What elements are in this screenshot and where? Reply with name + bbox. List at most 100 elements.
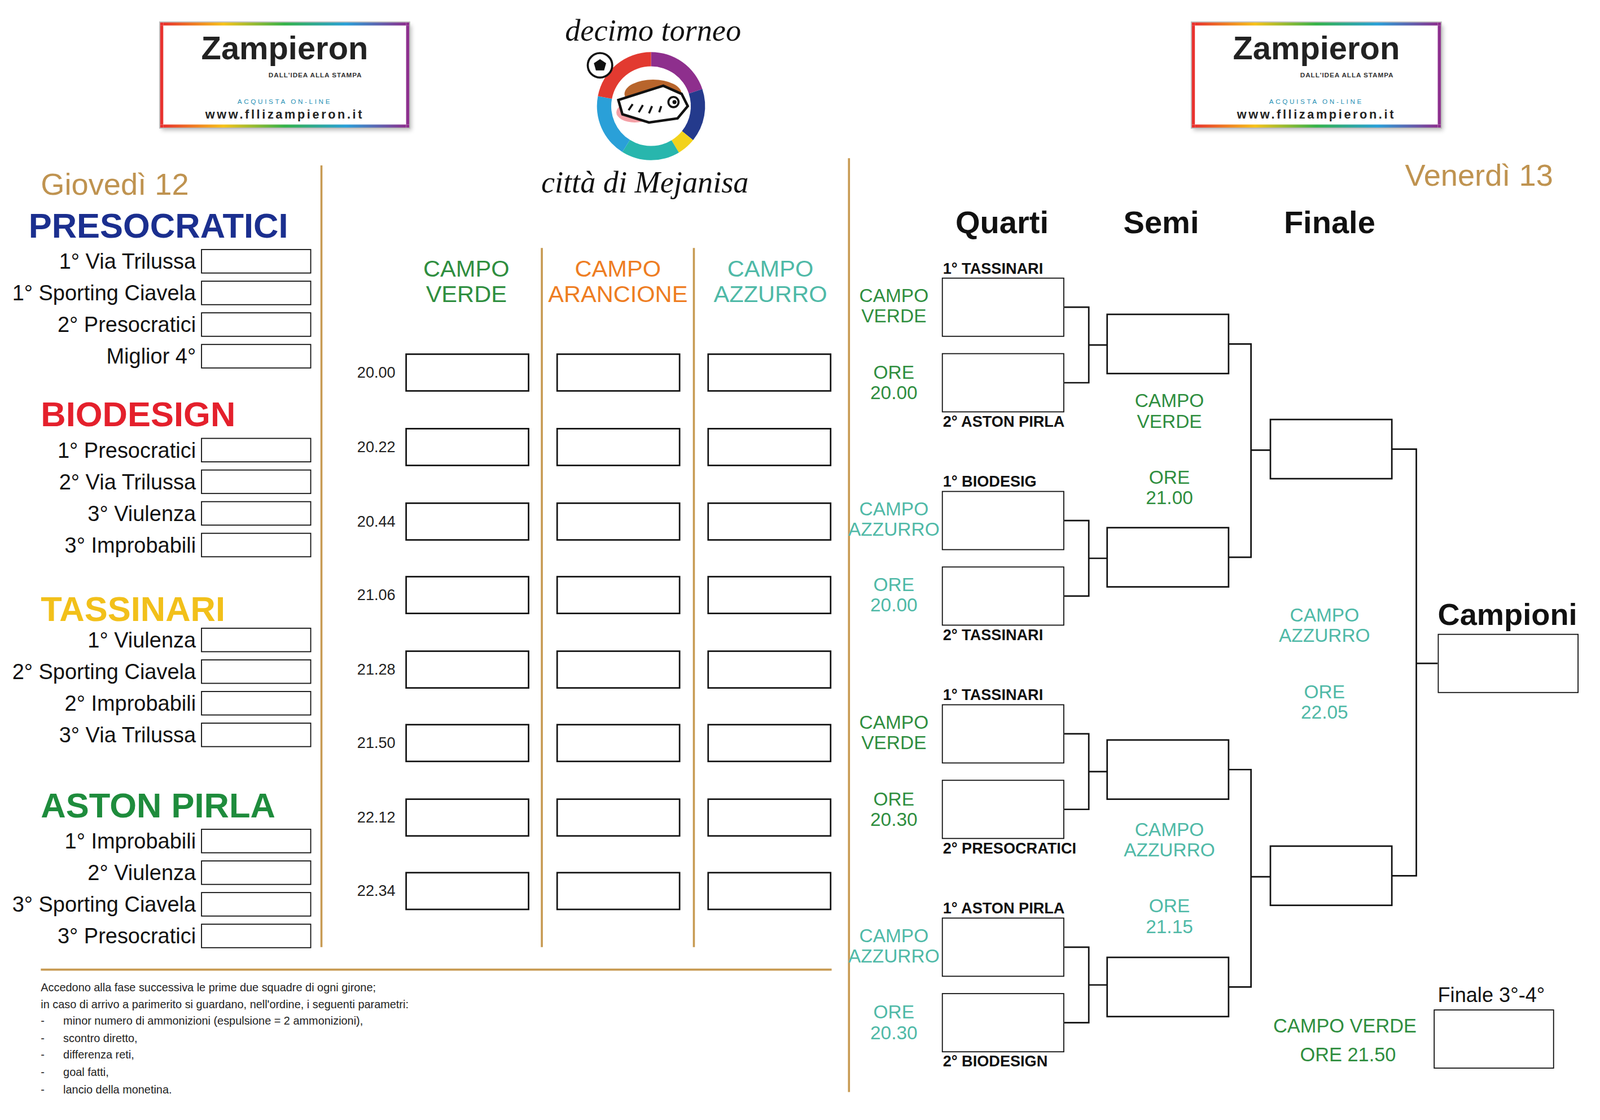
score-box bbox=[557, 799, 680, 836]
team-label: 1° BIODESIG bbox=[943, 472, 1037, 490]
brand-name: Zampieron bbox=[1232, 30, 1400, 67]
score-box bbox=[1270, 419, 1392, 479]
match-time: ORE 21.00 bbox=[1138, 467, 1200, 508]
round-heading: Quarti bbox=[955, 205, 1049, 240]
sponsor-panel: ZampieronDALL'IDEA ALLA STAMPA ACQUISTA O… bbox=[1191, 22, 1441, 128]
sponsor-panel: ZampieronDALL'IDEA ALLA STAMPAACQUISTA O… bbox=[160, 22, 410, 128]
score-box bbox=[708, 353, 831, 391]
field-header: CAMPO ARANCIONE bbox=[545, 256, 691, 308]
team-label: 1° ASTON PIRLA bbox=[943, 899, 1065, 917]
bracket-line bbox=[1416, 662, 1439, 665]
score-box bbox=[406, 428, 529, 466]
venue-label: CAMPO AZZURRO bbox=[847, 925, 941, 967]
score-box bbox=[708, 724, 831, 762]
match-slot: 1° BIODESIG bbox=[941, 491, 1065, 551]
score-box bbox=[406, 799, 529, 836]
team-label: 2° Sporting Ciavela bbox=[12, 659, 196, 684]
group-heading: BIODESIGN bbox=[40, 395, 236, 433]
divider-line bbox=[693, 247, 696, 947]
tournament-title: decimo torneo bbox=[564, 14, 742, 48]
time-slot: 21.06 bbox=[357, 586, 396, 603]
team-label: 1° Via Trilussa bbox=[59, 249, 196, 274]
score-box bbox=[708, 502, 831, 540]
match-time: ORE 20.30 bbox=[863, 1002, 925, 1043]
time-slot: 21.50 bbox=[357, 734, 396, 752]
group-heading: PRESOCRATICI bbox=[28, 206, 289, 244]
result-box: Finale 3°-4° bbox=[1433, 1009, 1554, 1069]
team-label: 2° BIODESIGN bbox=[943, 1053, 1049, 1071]
team-label: 3° Viulenza bbox=[87, 501, 196, 526]
note-text: scontro diretto, bbox=[63, 1032, 138, 1045]
result-box: Campioni bbox=[1438, 633, 1580, 694]
team-slot: 1° Presocratici bbox=[200, 437, 311, 463]
score-box bbox=[1107, 739, 1229, 800]
team-slot: 2° Via Trilussa bbox=[200, 469, 311, 494]
note-text: goal fatti, bbox=[63, 1066, 109, 1079]
list-dash: - bbox=[40, 1083, 45, 1095]
team-slot: 3° Improbabili bbox=[200, 532, 311, 558]
note-text: minor numero di ammonizioni (espulsione … bbox=[63, 1015, 363, 1028]
time-slot: 20.00 bbox=[357, 364, 396, 381]
brand-note: ACQUISTA ON-LINE bbox=[1269, 98, 1364, 106]
score-box bbox=[406, 502, 529, 540]
score-box bbox=[557, 651, 680, 688]
bracket-line bbox=[1391, 449, 1417, 876]
match-time: ORE 20.00 bbox=[863, 574, 925, 616]
match-slot: 2° PRESOCRATICI bbox=[941, 779, 1065, 839]
team-label: 2° Viulenza bbox=[87, 860, 196, 885]
team-slot: 1° Viulenza bbox=[200, 627, 311, 652]
team-label: 2° TASSINARI bbox=[943, 626, 1044, 644]
logo-caption: città di Mejanisa bbox=[541, 165, 749, 200]
list-dash: - bbox=[40, 1049, 45, 1062]
note-text: Accedono alla fase successiva le prime d… bbox=[40, 981, 376, 994]
bracket-line bbox=[1251, 449, 1271, 451]
note-text: lancio della monetina. bbox=[63, 1083, 172, 1095]
team-label: 1° Sporting Ciavela bbox=[12, 281, 196, 305]
field-header: CAMPO VERDE bbox=[405, 256, 528, 308]
score-box bbox=[1270, 845, 1392, 906]
score-box bbox=[406, 353, 529, 391]
team-slot: 3° Via Trilussa bbox=[200, 722, 311, 747]
score-box bbox=[557, 428, 680, 466]
note-text: differenza reti, bbox=[63, 1049, 135, 1062]
match-slot: 1° TASSINARI bbox=[941, 704, 1065, 764]
group-heading: TASSINARI bbox=[40, 590, 226, 628]
team-slot: 1° Via Trilussa bbox=[200, 248, 311, 274]
team-slot: 1° Sporting Ciavela bbox=[200, 280, 311, 305]
round-heading: Finale bbox=[1283, 205, 1376, 240]
venue-label: CAMPO AZZURRO bbox=[847, 498, 941, 540]
team-slot: 2° Sporting Ciavela bbox=[200, 659, 311, 684]
venue-label: CAMPO VERDE bbox=[847, 285, 941, 327]
team-label: 2° ASTON PIRLA bbox=[943, 413, 1065, 431]
team-label: Miglior 4° bbox=[106, 344, 196, 368]
box-heading: Finale 3°-4° bbox=[1438, 983, 1546, 1007]
team-slot: 3° Sporting Ciavela bbox=[200, 891, 311, 916]
bracket-line bbox=[1088, 344, 1108, 346]
note-text: in caso di arrivo a parimerito si guarda… bbox=[40, 998, 409, 1011]
bracket-lines bbox=[1064, 307, 1439, 1023]
bracket-line bbox=[1088, 983, 1108, 986]
match-time: ORE 21.15 bbox=[1138, 896, 1200, 937]
logo-figure bbox=[618, 85, 688, 123]
team-slot: 3° Presocratici bbox=[200, 923, 311, 948]
venue-label: CAMPO AZZURRO bbox=[1122, 819, 1217, 861]
team-label: 1° TASSINARI bbox=[943, 259, 1044, 277]
time-slot: 21.28 bbox=[357, 660, 396, 678]
match-slot: 2° BIODESIGN bbox=[941, 992, 1065, 1052]
score-box bbox=[557, 502, 680, 540]
football-icon bbox=[593, 59, 607, 71]
brand-tagline: DALL'IDEA ALLA STAMPA bbox=[268, 71, 363, 80]
score-box bbox=[1107, 957, 1229, 1017]
box-heading: Campioni bbox=[1438, 597, 1578, 631]
score-box bbox=[557, 353, 680, 391]
time-slot: 20.22 bbox=[357, 438, 396, 455]
brand-url: www.fllizampieron.it bbox=[205, 108, 365, 122]
divider-line bbox=[540, 247, 543, 947]
bracket-line bbox=[1088, 770, 1108, 773]
brand-tagline: DALL'IDEA ALLA STAMPA bbox=[1300, 71, 1395, 80]
match-time: ORE 20.30 bbox=[863, 788, 925, 830]
bracket-line bbox=[1228, 769, 1252, 987]
team-slot: Miglior 4° bbox=[200, 343, 311, 368]
score-box bbox=[557, 724, 680, 762]
